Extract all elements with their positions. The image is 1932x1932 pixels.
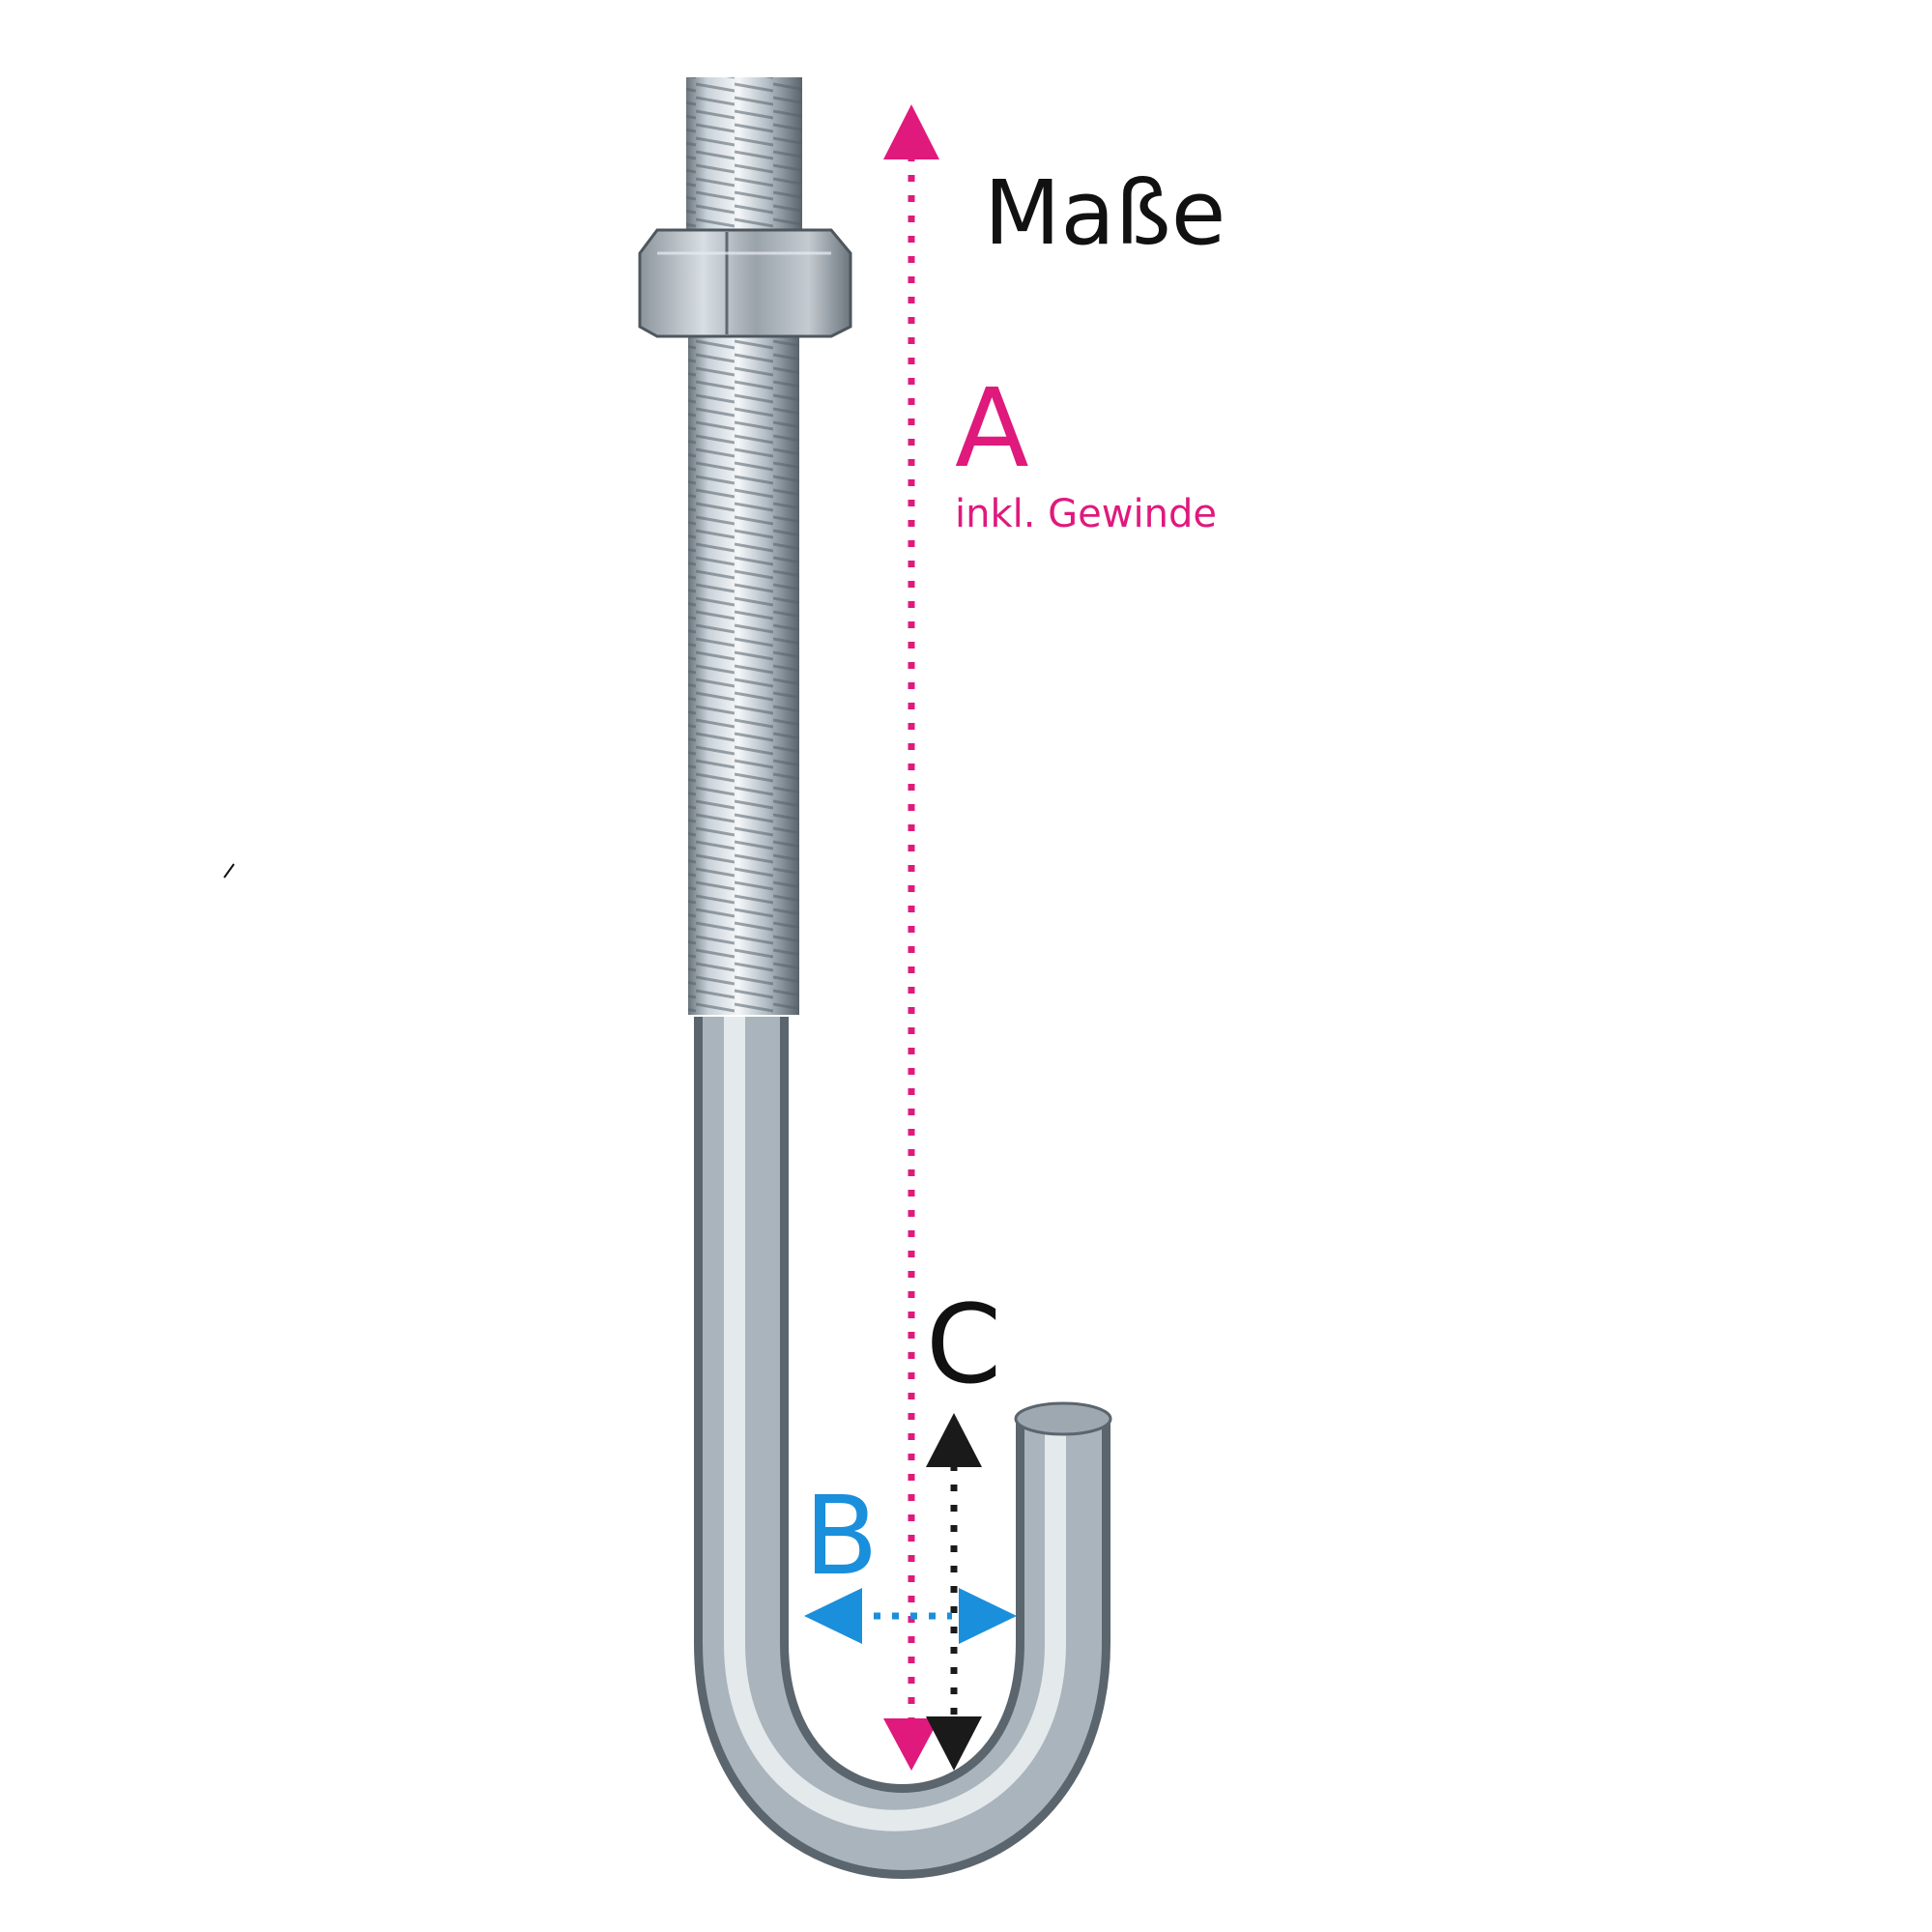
label-c: C	[926, 1283, 1001, 1408]
dimension-a-arrow-bottom	[883, 1718, 939, 1771]
label-a-note: inkl. Gewinde	[955, 492, 1217, 536]
dimension-a	[883, 104, 939, 1771]
dimension-b	[804, 1588, 1017, 1644]
title-masse: Maße	[984, 161, 1226, 265]
dimension-a-arrow-top	[883, 104, 939, 159]
dimension-c-arrow-top	[926, 1413, 982, 1467]
dimension-c-arrow-bottom	[926, 1716, 982, 1771]
hook-tip	[1014, 1401, 1112, 1436]
dimension-b-arrow-right	[959, 1588, 1017, 1644]
label-b: B	[804, 1474, 879, 1600]
bolt-illustration	[223, 77, 1112, 1879]
label-a: A	[955, 366, 1029, 492]
hex-nut	[638, 228, 852, 338]
dimension-b-arrow-left	[804, 1588, 862, 1644]
dimension-c	[926, 1413, 982, 1771]
